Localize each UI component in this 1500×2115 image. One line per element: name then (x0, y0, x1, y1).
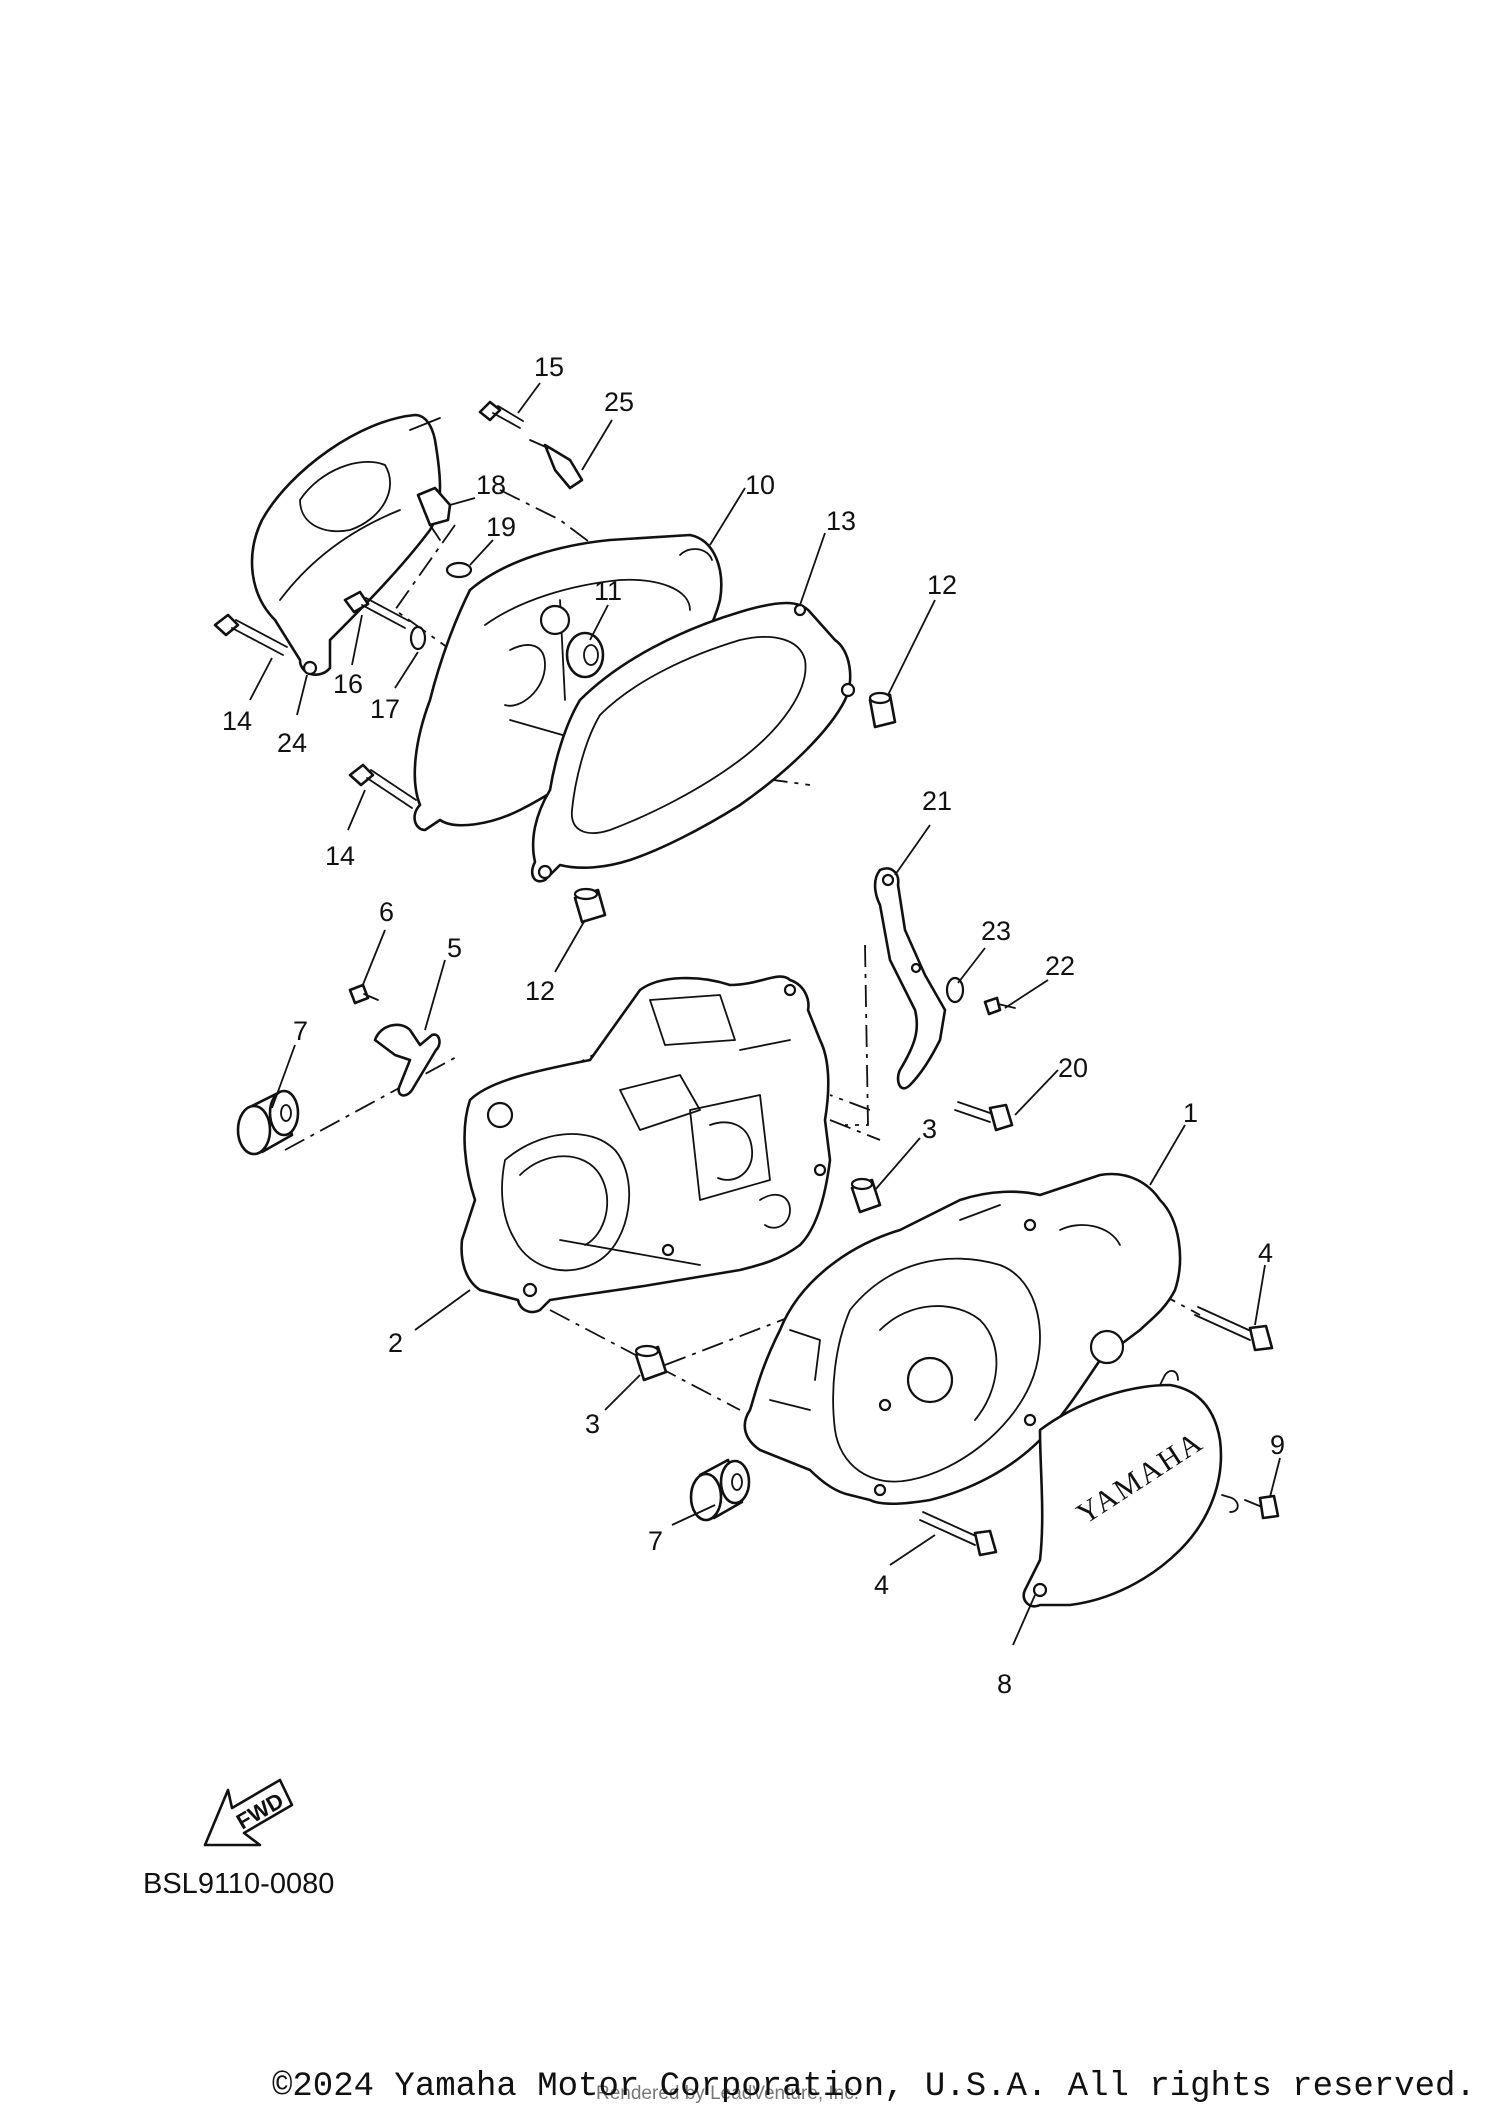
part-15-bolt (478, 400, 524, 429)
callout-7-lower: 7 (648, 1526, 663, 1556)
callout-4-right: 4 (1258, 1238, 1273, 1268)
callout-13: 13 (826, 506, 856, 536)
callout-4-lower: 4 (874, 1570, 889, 1600)
callout-8: 8 (997, 1669, 1012, 1699)
callout-25: 25 (604, 387, 634, 417)
callout-10: 10 (745, 470, 775, 500)
part-18-sensor (416, 486, 452, 541)
part-4-bolt-lower (919, 1511, 998, 1557)
part-2-left-crankcase (460, 975, 832, 1314)
callout-6: 6 (379, 897, 394, 927)
callout-12-lower: 12 (525, 976, 555, 1006)
part-19-o-ring (445, 561, 473, 579)
part-16-bolt (343, 590, 410, 629)
part-4-bolt-right (1194, 1306, 1274, 1352)
callout-20: 20 (1058, 1053, 1088, 1083)
callout-14-lower: 14 (325, 841, 355, 871)
callout-15: 15 (534, 352, 564, 382)
rendered-by-text: Rendered by LeadVenture, Inc. (596, 2083, 860, 2104)
leader-lines (249, 382, 1281, 1646)
callout-2: 2 (388, 1328, 403, 1358)
part-9-screw (1244, 1494, 1280, 1520)
callout-14-upper: 14 (222, 706, 252, 736)
part-7-bushing-lower (689, 1458, 751, 1522)
part-12-dowel-lower (573, 887, 607, 924)
callout-labels: 15 25 18 10 19 13 11 12 14 16 17 24 14 2… (222, 352, 1285, 1699)
part-14-bolt-lower (348, 763, 417, 809)
callout-16: 16 (333, 669, 363, 699)
callout-12-top: 12 (927, 570, 957, 600)
part-20-bolt (954, 1101, 1014, 1132)
part-23-washer (945, 976, 965, 1004)
callout-17: 17 (370, 694, 400, 724)
callout-3-lower: 3 (585, 1409, 600, 1439)
part-24-cover-plate (250, 413, 442, 676)
part-13-gasket (530, 601, 856, 883)
fwd-arrow-icon: FWD (203, 1778, 294, 1847)
part-10-cover (413, 533, 723, 832)
part-12-dowel-top (868, 691, 897, 729)
callout-23: 23 (981, 916, 1011, 946)
part-17-washer (409, 625, 427, 651)
part-1-right-crankcase (743, 1172, 1182, 1506)
part-3-dowel-upper (850, 1177, 882, 1214)
part-11-bearing (565, 631, 605, 679)
callout-21: 21 (922, 786, 952, 816)
callout-5: 5 (447, 933, 462, 963)
part-25-clip (529, 439, 584, 490)
part-14-bolt-upper (213, 613, 288, 656)
part-7-bushing-left (236, 1089, 300, 1156)
callout-22: 22 (1045, 951, 1075, 981)
callout-7-left: 7 (293, 1016, 308, 1046)
callout-19: 19 (486, 512, 516, 542)
callout-9: 9 (1270, 1430, 1285, 1460)
part-5-guide (373, 1023, 441, 1097)
part-22-screw (983, 996, 1016, 1016)
callout-11: 11 (594, 576, 622, 606)
callout-3-upper: 3 (922, 1114, 937, 1144)
callout-18: 18 (476, 470, 506, 500)
part-8-cover: YAMAHA (1022, 1369, 1239, 1608)
copyright-text: ©2024 Yamaha Motor Corporation, U.S.A. A… (272, 2068, 1476, 2106)
part-21-bracket (873, 867, 947, 1090)
callout-24: 24 (277, 728, 307, 758)
part-6-screw (348, 983, 379, 1005)
callout-1: 1 (1183, 1098, 1198, 1128)
part-3-dowel-lower (634, 1344, 668, 1382)
drawing-code: BSL9110-0080 (143, 1868, 335, 1900)
